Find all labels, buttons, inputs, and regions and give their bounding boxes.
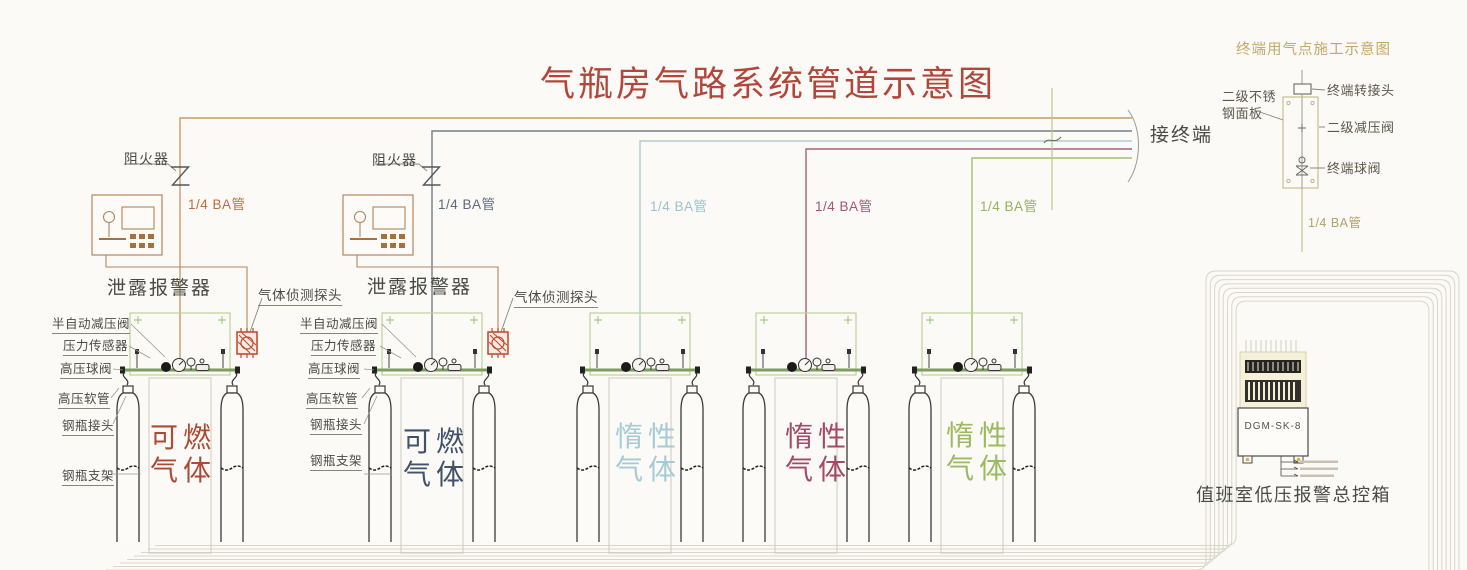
gas-probe-label-1: 气体侦测探头 — [258, 284, 342, 306]
pipe-size-label-5: 1/4 BA管 — [980, 199, 1038, 214]
pipe-station-3 — [639, 140, 1132, 368]
terminal-pipe-size-label: 1/4 BA管 — [1308, 216, 1362, 230]
equipment-label-1-bracket: 钢瓶支架 — [61, 465, 114, 486]
equipment-label-1-sensor: 压力传感器 — [62, 335, 128, 356]
pipe-station-2 — [431, 130, 1132, 368]
equipment-label-2-connector: 钢瓶接头 — [309, 414, 362, 435]
equipment-label-2-hose: 高压软管 — [305, 388, 358, 409]
control-box-label: 值班室低压报警总控箱 — [1196, 485, 1391, 505]
gas-type-label-1: 可燃气体 — [150, 423, 217, 487]
terminal-detail-title: 终端用气点施工示意图 — [1236, 42, 1391, 58]
terminal-adapter-label: 终端转接头 — [1327, 83, 1395, 98]
to-terminal-label: 接终端 — [1150, 125, 1214, 146]
equipment-label-1-ball-valve: 高压球阀 — [59, 358, 112, 379]
gas-type-label-2: 可燃气体 — [403, 427, 470, 491]
leak-alarm-label-2: 泄露报警器 — [367, 277, 473, 298]
flame-arrester-label-1: 阻火器 — [124, 153, 169, 168]
equipment-label-1-regulator: 半自动减压阀 — [51, 313, 130, 334]
terminal-ball-valve-label: 终端球阀 — [1327, 161, 1382, 176]
pipe-size-label-1: 1/4 BA管 — [188, 197, 246, 212]
terminal-brace — [1127, 109, 1139, 183]
pipe-size-label-4: 1/4 BA管 — [815, 199, 873, 214]
pipe-size-label-3: 1/4 BA管 — [650, 199, 708, 214]
pipe-station-1 — [179, 117, 1132, 368]
flame-arrester-label-2: 阻火器 — [372, 154, 417, 169]
conduit-bundle — [106, 270, 1460, 570]
equipment-label-1-connector: 钢瓶接头 — [61, 415, 114, 436]
gas-type-label-5: 惰性气体 — [946, 421, 1013, 485]
secondary-regulator-label: 二级减压阀 — [1327, 120, 1395, 135]
control-box-figure — [1237, 338, 1338, 477]
equipment-label-2-regulator: 半自动减压阀 — [299, 313, 378, 334]
gas-type-label-3: 惰性气体 — [615, 422, 682, 486]
gas-probe-label-2: 气体侦测探头 — [514, 286, 598, 308]
equipment-label-1-hose: 高压软管 — [57, 388, 110, 409]
gas-type-label-4: 惰性气体 — [785, 422, 852, 486]
page-title: 气瓶房气路系统管道示意图 — [540, 65, 997, 104]
pipe-size-label-2: 1/4 BA管 — [438, 197, 496, 212]
pipe-station-4 — [805, 148, 1132, 368]
equipment-label-2-ball-valve: 高压球阀 — [307, 358, 360, 379]
pipe-station-5 — [971, 157, 1132, 368]
leak-alarm-label-1: 泄露报警器 — [107, 278, 213, 299]
panel-material-label: 二级不锈 钢面板 — [1222, 89, 1277, 121]
control-box-model: DGM-SK-8 — [1244, 421, 1302, 432]
terminal-detail-figure — [1259, 70, 1326, 252]
equipment-label-2-bracket: 钢瓶支架 — [309, 450, 362, 471]
equipment-label-2-sensor: 压力传感器 — [310, 335, 376, 356]
